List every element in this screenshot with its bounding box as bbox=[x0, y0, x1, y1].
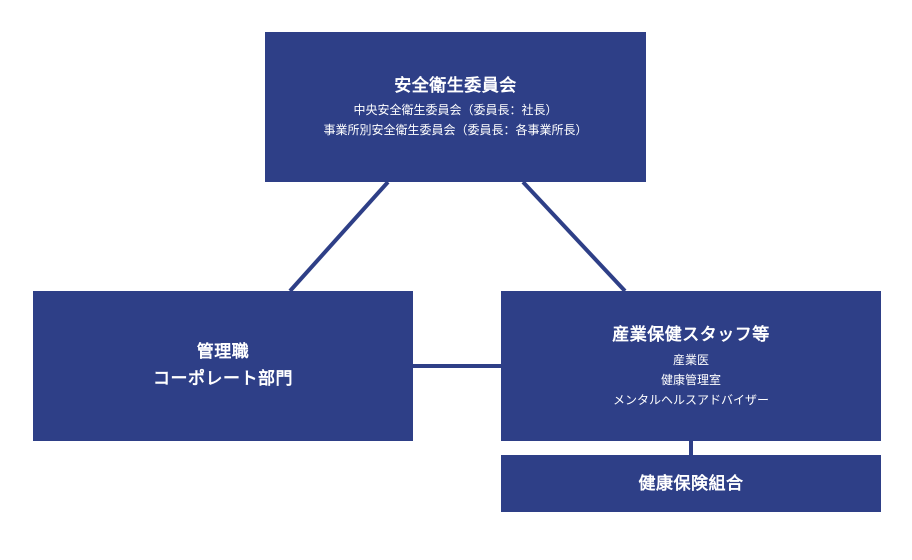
health-staff-line-health-office: 健康管理室 bbox=[660, 372, 721, 387]
connector-committee-health-staff bbox=[521, 180, 627, 293]
occupational-health-staff-box: 産業保健スタッフ等 産業医 健康管理室 メンタルヘルスアドバイザー bbox=[501, 291, 881, 441]
connector-committee-management bbox=[288, 180, 390, 293]
safety-health-committee-box: 安全衛生委員会 中央安全衛生委員会（委員長：社長） 事業所別安全衛生委員会（委員… bbox=[265, 32, 646, 182]
committee-line-central: 中央安全衛生委員会（委員長：社長） bbox=[353, 103, 558, 117]
committee-title: 安全衛生委員会 bbox=[394, 76, 517, 96]
management-box: 管理職 コーポレート部門 bbox=[33, 291, 413, 441]
management-line-corporate: コーポレート部門 bbox=[153, 369, 293, 389]
health-insurance-union-box: 健康保険組合 bbox=[501, 455, 881, 512]
health-staff-title: 産業保健スタッフ等 bbox=[612, 324, 770, 345]
health-staff-line-doctor: 産業医 bbox=[672, 352, 709, 367]
health-insurance-title: 健康保険組合 bbox=[638, 473, 744, 494]
health-staff-line-mental-advisor: メンタルヘルスアドバイザー bbox=[612, 392, 769, 407]
management-line-managers: 管理職 bbox=[196, 342, 250, 362]
committee-line-site: 事業所別安全衛生委員会（委員長：各事業所長） bbox=[323, 123, 588, 137]
